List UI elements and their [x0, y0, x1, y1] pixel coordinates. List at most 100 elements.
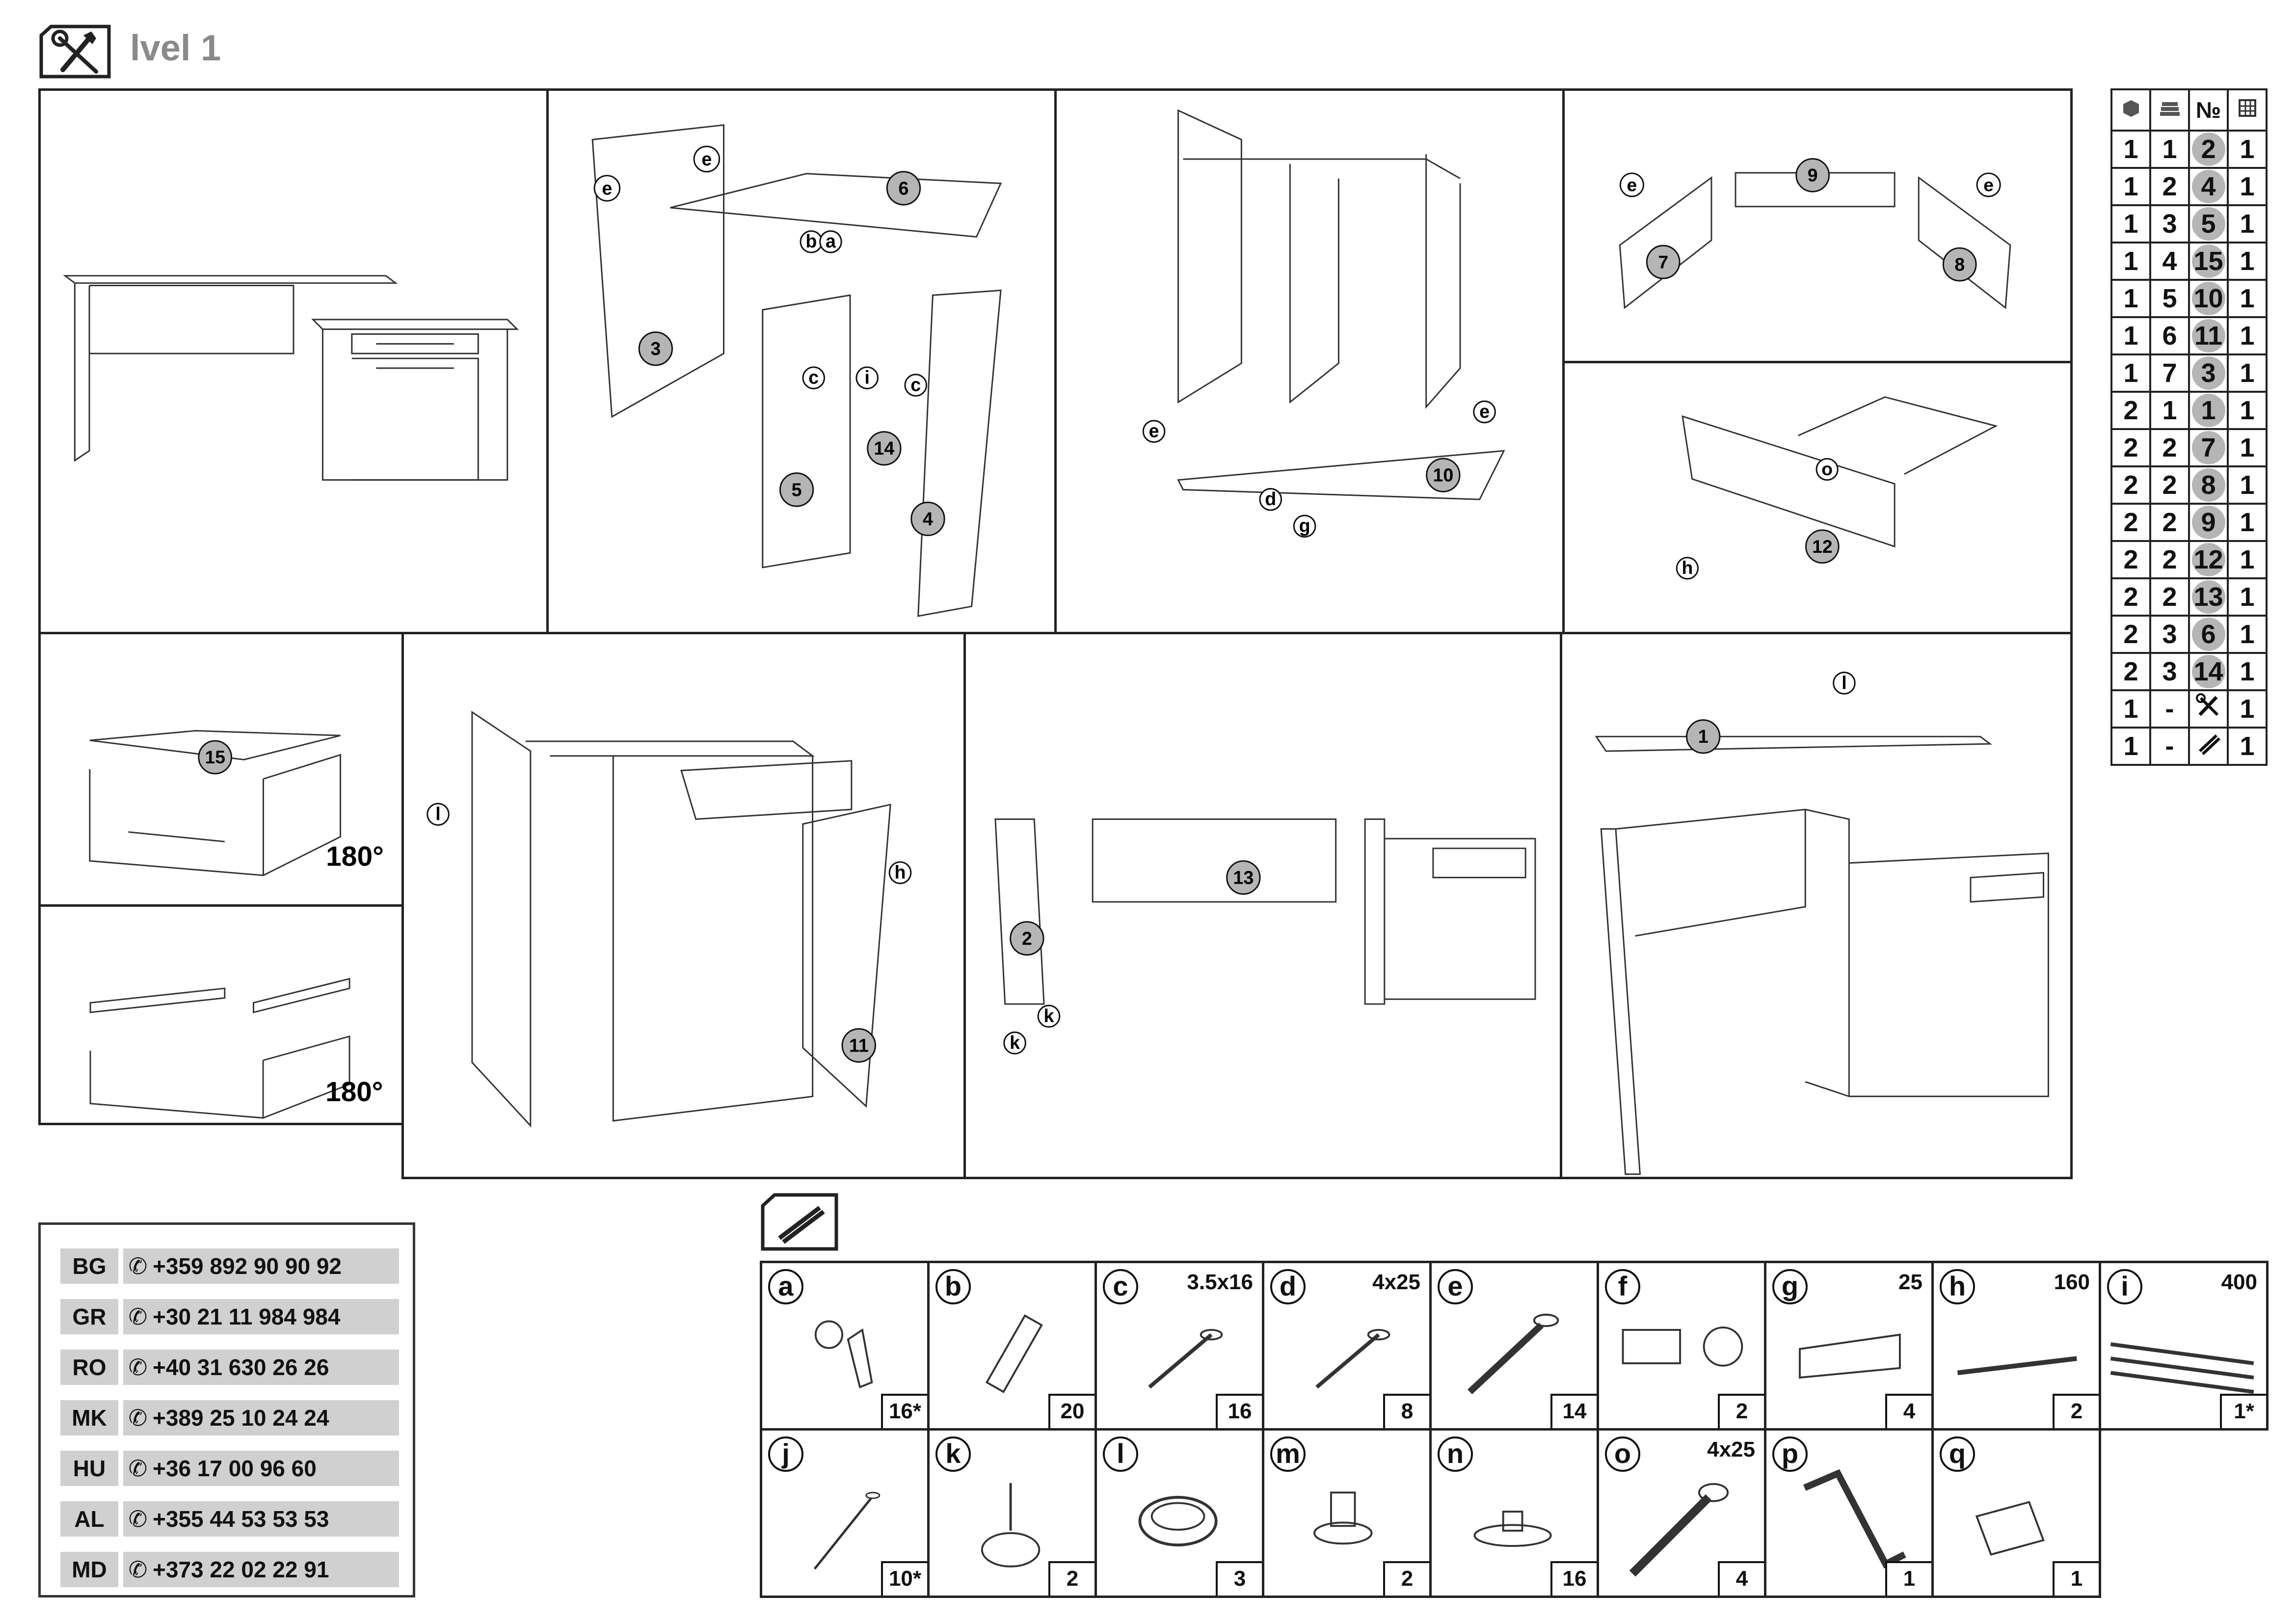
country-code: AL — [60, 1501, 118, 1537]
part-number: 14 — [2188, 652, 2229, 691]
hardware-quantity: 2 — [2053, 1394, 2099, 1428]
parts-cell: 2 — [2110, 615, 2151, 654]
parts-cell: 2 — [2110, 652, 2151, 691]
svg-text:5: 5 — [792, 479, 802, 500]
number-header: № — [2188, 88, 2229, 132]
hardware-quantity: 1 — [2053, 1561, 2099, 1596]
allen-key-icon — [1803, 1469, 1906, 1569]
phone-row: GR✆+30 21 11 984 984 — [60, 1299, 399, 1334]
part-number: 11 — [2188, 316, 2229, 355]
svg-text:11: 11 — [849, 1035, 869, 1056]
parts-cell: 1 — [2227, 540, 2268, 579]
hardware-letter: p — [1772, 1436, 1808, 1472]
phone-icon: ✆ — [128, 1253, 148, 1279]
hardware-letter: a — [768, 1269, 803, 1304]
phone-icon: ✆ — [128, 1456, 148, 1481]
country-code: MD — [60, 1552, 118, 1587]
bracket-icon — [1799, 1333, 1901, 1379]
part-number: 8 — [2188, 465, 2229, 505]
phone-number-field: ✆+30 21 11 984 984 — [123, 1299, 399, 1334]
hinge-icon — [1622, 1326, 1743, 1367]
part-number: 4 — [2188, 167, 2229, 206]
drawer-runner-icon — [2110, 1342, 2254, 1394]
hardware-spec: 3.5x16 — [1187, 1270, 1253, 1294]
hardware-quantity: 2 — [1718, 1394, 1764, 1428]
base-assembly-drawing: 10 e e d g — [1142, 109, 1505, 538]
svg-text:e: e — [1479, 401, 1490, 422]
parts-cell: 1 — [2110, 242, 2151, 281]
parts-cell: 1 — [2227, 577, 2268, 617]
hardware-spec: 4x25 — [1372, 1270, 1420, 1294]
hardware-quantity: 16 — [1216, 1394, 1262, 1428]
phone-number-field: ✆+40 31 630 26 26 — [123, 1350, 399, 1385]
parts-cell: 1 — [2149, 391, 2190, 430]
parts-cell: 4 — [2149, 242, 2190, 281]
step-desktop: 1 l — [1560, 632, 2073, 1179]
part-number: 13 — [2188, 577, 2229, 617]
svg-text:10: 10 — [1433, 465, 1453, 486]
parts-cell: 3 — [2149, 615, 2190, 654]
door-assembly-drawing: 11 l h — [427, 710, 912, 1128]
parts-cell: 1 — [2110, 727, 2151, 766]
hardware-spec: 160 — [2054, 1270, 2090, 1294]
step-overview — [38, 88, 549, 634]
desk-overview-drawing — [63, 275, 519, 481]
svg-text:e: e — [1983, 174, 1994, 195]
parts-cell: 1 — [2227, 689, 2268, 729]
phone-number-field: ✆+36 17 00 96 60 — [123, 1451, 399, 1486]
parts-cell: 2 — [2149, 577, 2190, 617]
svg-text:k: k — [1010, 1032, 1020, 1053]
phone-number: +40 31 630 26 26 — [153, 1354, 329, 1380]
hardware-letter: e — [1438, 1269, 1473, 1304]
parts-cell: 1 — [2227, 615, 2268, 654]
parts-cell: 2 — [2110, 465, 2151, 505]
step-drawer-bottom: 15 180° — [38, 632, 404, 907]
tools-icon — [39, 25, 111, 79]
svg-text:15: 15 — [205, 747, 225, 767]
country-code: RO — [60, 1350, 118, 1385]
hardware-quantity: 3 — [1216, 1561, 1262, 1596]
parts-cell: 1 — [2227, 353, 2268, 393]
drawer-box-drawing: 12 h o — [1676, 396, 1998, 580]
shelf-support-icon — [1313, 1491, 1373, 1545]
hardware-letter: i — [2107, 1269, 2142, 1304]
svg-text:l: l — [435, 804, 440, 824]
page-title: lvel 1 — [130, 27, 221, 68]
part-number: 1 — [2188, 391, 2229, 430]
phone-icon: ✆ — [128, 1506, 148, 1532]
phone-icon: ✆ — [128, 1354, 148, 1380]
parts-row: 1-1 — [2110, 727, 2268, 766]
modesty-panel-drawing: 13 2 k k — [994, 818, 1536, 1055]
drawer-bottom-drawing: 15 180° — [89, 730, 384, 876]
part-number: 3 — [2188, 353, 2229, 393]
phone-number: +373 22 02 22 91 — [153, 1557, 329, 1582]
hardware-quantity: 10* — [881, 1561, 927, 1596]
hardware-quantity: 8 — [1383, 1394, 1429, 1428]
parts-cell: 1 — [2110, 689, 2151, 729]
svg-text:l: l — [1842, 672, 1846, 693]
parts-cell: 1 — [2227, 316, 2268, 355]
dowel-icon — [985, 1314, 1043, 1393]
country-code: BG — [60, 1248, 118, 1284]
part-number: 15 — [2188, 242, 2229, 281]
step-side-top: e e 6 3 5 14 4 b a c i c — [546, 88, 1057, 634]
